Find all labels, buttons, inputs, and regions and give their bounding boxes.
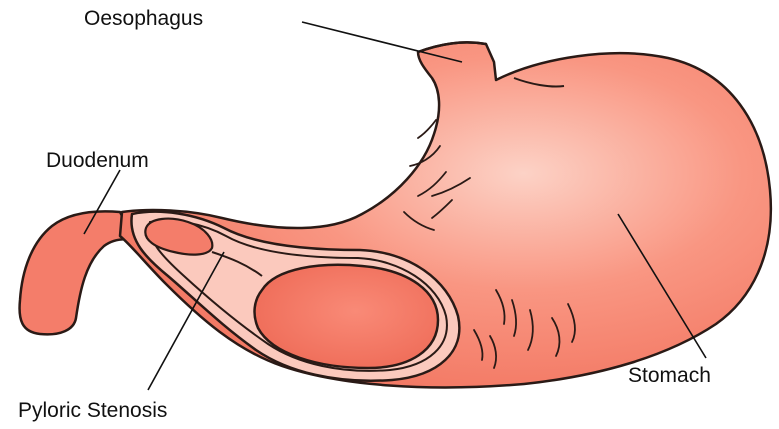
leader-lines [83,21,707,391]
fundus-line [513,77,565,88]
oesophagus-leader [301,21,463,63]
label-stomach: Stomach [628,364,711,387]
duodenum-leader [83,169,121,235]
label-duodenum: Duodenum [46,149,149,172]
pyloric-small-mass [144,217,214,256]
pyloric-stenosis-leader [147,251,225,391]
oesophagus-shape [417,41,487,54]
gastric-folds-upper [403,119,471,231]
label-oesophagus: Oesophagus [84,7,204,30]
pyloric-channel [211,251,263,277]
gastric-folds-lower [473,289,576,369]
duodenum-shape [18,210,136,336]
pyloric-mass [253,263,440,370]
label-pyloric-stenosis: Pyloric Stenosis [18,399,168,422]
stomach-leader [617,213,707,359]
pylorus-inner-wall [148,219,448,372]
